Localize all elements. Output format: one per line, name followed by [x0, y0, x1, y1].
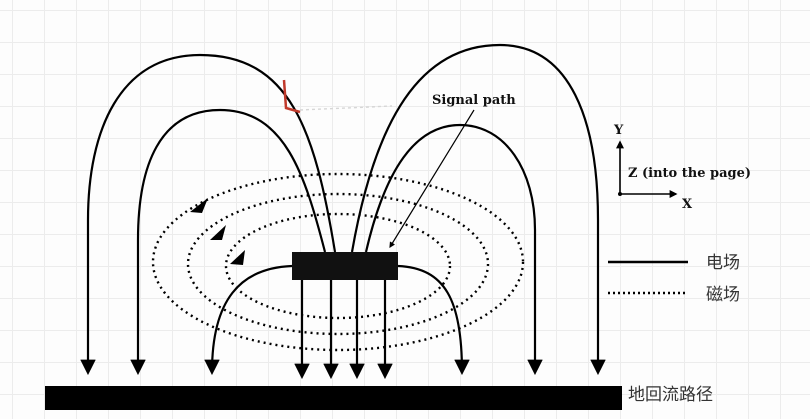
signal-path-pointer — [389, 109, 475, 249]
signal-trace — [292, 252, 398, 280]
origin-dot — [618, 192, 622, 196]
magnetic-arrow-icon — [230, 250, 245, 265]
coordinate-axes: Y Z (into the page) X — [613, 123, 751, 212]
magnetic-loop-outer — [151, 172, 525, 352]
ground-return-label: 地回流路径 — [628, 385, 713, 405]
legend-magnetic-label: 磁场 — [706, 285, 740, 305]
e-line-outer-right — [350, 43, 606, 376]
signal-path-label: Signal path — [432, 93, 516, 108]
faint-guide-line — [299, 105, 393, 111]
magnetic-loop-middle — [186, 192, 490, 336]
e-line-fringe-left — [204, 264, 293, 376]
electric-field-lines — [80, 43, 606, 380]
e-line-inner-right — [364, 123, 543, 376]
e-line-inner-left — [130, 108, 327, 376]
e-line-outer-left — [80, 53, 337, 376]
magnetic-arrow-icon — [210, 225, 226, 240]
ground-plane — [45, 386, 622, 410]
e-line-fringe-right — [397, 264, 470, 376]
magnetic-arrow-icon — [190, 198, 208, 213]
red-annotation-mark — [282, 79, 301, 114]
y-axis-label: Y — [613, 123, 624, 138]
legend: 电场 磁场 — [608, 253, 740, 305]
x-axis-label: X — [682, 197, 693, 212]
magnetic-field-lines — [151, 172, 525, 352]
magnetic-loop-inner — [224, 212, 452, 320]
magnetic-direction-arrows — [190, 198, 245, 265]
z-axis-label: Z (into the page) — [628, 166, 751, 181]
legend-electric-label: 电场 — [706, 253, 740, 273]
